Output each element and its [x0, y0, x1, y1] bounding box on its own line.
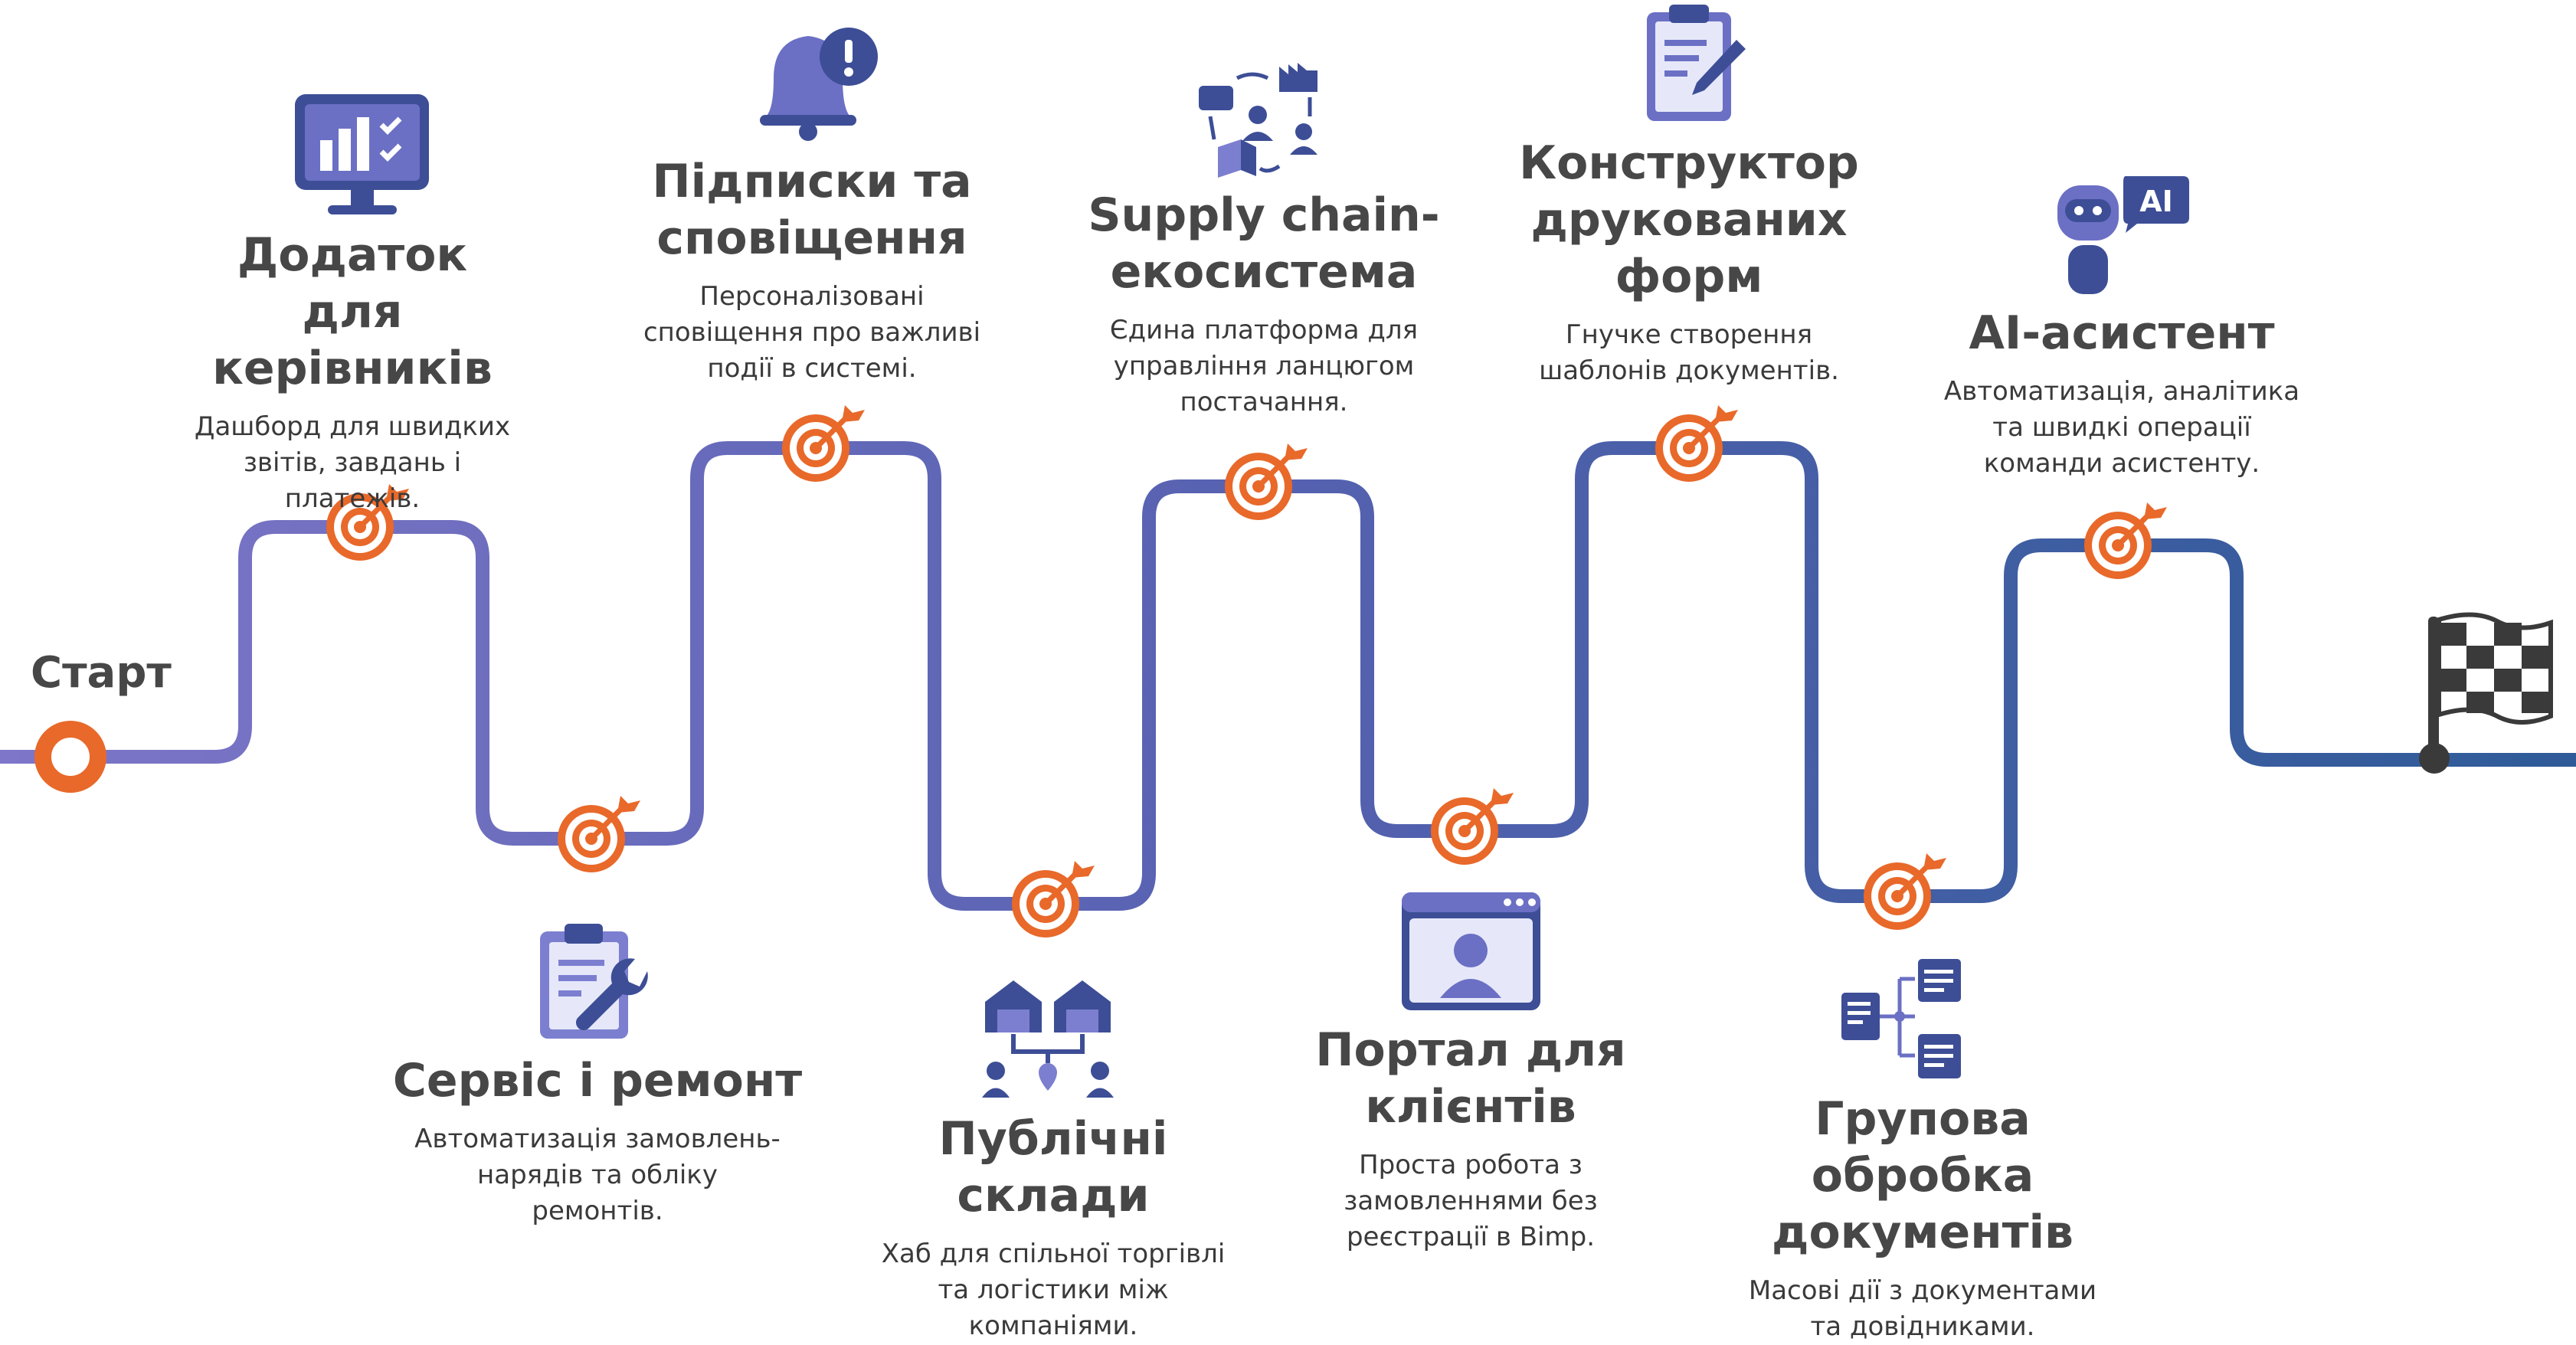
target-icon — [1655, 405, 1738, 482]
step-subscriptions: Підписки та сповіщення Персоналізовані с… — [613, 153, 1011, 387]
desc-line: компаніями. — [968, 1311, 1138, 1341]
step-title: Сервіс і ремонт — [383, 1052, 812, 1109]
step-title-line: Групова обробка — [1811, 1092, 2034, 1203]
start-label: Старт — [31, 648, 172, 698]
ai-robot-icon: AI — [2057, 176, 2189, 294]
step-title: Публічні склади — [839, 1111, 1268, 1224]
step-title-line: Портал для — [1315, 1023, 1626, 1077]
desc-line: нарядів та обліку — [477, 1160, 718, 1190]
desc-line: та логістики між — [938, 1275, 1169, 1305]
target-icon — [1225, 443, 1308, 520]
warehouses-icon — [982, 980, 1114, 1098]
step-title: Групова обробка документів — [1704, 1091, 2141, 1261]
desc-line: шаблонів документів. — [1539, 355, 1839, 386]
step-title-line: екосистема — [1110, 245, 1418, 299]
step-title-line: AI-асистент — [1969, 306, 2275, 360]
dashboard-monitor-icon — [295, 94, 429, 214]
target-icon — [326, 484, 409, 561]
step-batch-documents: Групова обробка документів Масові дії з … — [1704, 1091, 2141, 1345]
desc-line: Масові дії з документами — [1748, 1275, 2097, 1306]
step-description: Дашборд для швидких звітів, завдань і пл… — [169, 409, 536, 517]
step-executive-app: Додаток для керівників Дашборд для швидк… — [169, 227, 536, 517]
target-icon — [2084, 502, 2167, 579]
step-title: Додаток для керівників — [169, 227, 536, 397]
step-ai-assistant: AI-асистент Автоматизація, аналітика та … — [1923, 305, 2321, 482]
step-title-line: документів — [1771, 1206, 2074, 1259]
desc-line: Дашборд для швидких — [194, 411, 511, 442]
start-marker — [34, 721, 106, 793]
desc-line: події в системі. — [707, 353, 917, 384]
desc-line: та довідниками. — [1810, 1311, 2035, 1342]
step-title: Підписки та сповіщення — [613, 153, 1011, 267]
desc-line: Автоматизація, аналітика — [1943, 376, 2300, 407]
client-portal-icon — [1402, 892, 1540, 1010]
target-icon — [1864, 853, 1946, 930]
target-icon — [782, 405, 865, 482]
ai-badge-text: AI — [2139, 185, 2173, 218]
form-builder-icon — [1647, 5, 1746, 121]
document-tree-icon — [1841, 959, 1961, 1078]
supply-chain-icon — [1199, 63, 1317, 178]
target-icon — [558, 796, 640, 872]
target-icon — [1431, 788, 1514, 865]
desc-line: реєстрації в Bimp. — [1346, 1222, 1596, 1252]
desc-line: замовленнями без — [1344, 1186, 1598, 1216]
step-title: Конструктор друкованих форм — [1501, 135, 1877, 305]
step-description: Єдина платформа для управління ланцюгом … — [1072, 313, 1455, 421]
desc-line: Проста робота з — [1359, 1150, 1583, 1180]
step-form-builder: Конструктор друкованих форм Гнучке створ… — [1501, 135, 1877, 389]
step-title: Портал для клієнтів — [1302, 1022, 1639, 1135]
step-description: Масові дії з документами та довідниками. — [1704, 1273, 2141, 1345]
desc-line: звітів, завдань і — [243, 447, 462, 478]
step-service-repair: Сервіс і ремонт Автоматизація замовлень-… — [383, 1052, 812, 1229]
step-description: Персоналізовані сповіщення про важливі п… — [613, 279, 1011, 387]
desc-line: Автоматизація замовлень- — [414, 1124, 781, 1154]
desc-line: Хаб для спільної торгівлі — [881, 1239, 1226, 1269]
target-markers — [326, 405, 2167, 938]
step-description: Хаб для спільної торгівлі та логістики м… — [839, 1236, 1268, 1344]
step-description: Гнучке створення шаблонів документів. — [1501, 317, 1877, 389]
step-title-line: Додаток — [237, 228, 468, 282]
desc-line: Персоналізовані — [699, 281, 925, 312]
step-title-line: Підписки та — [652, 155, 972, 208]
step-title-line: Supply chain- — [1088, 188, 1440, 242]
step-public-warehouses: Публічні склади Хаб для спільної торгівл… — [839, 1111, 1268, 1344]
desc-line: постачання. — [1180, 387, 1348, 417]
step-description: Автоматизація замовлень- нарядів та облі… — [383, 1121, 812, 1229]
step-client-portal: Портал для клієнтів Проста робота з замо… — [1302, 1022, 1639, 1255]
checkered-flag-icon — [2428, 612, 2553, 762]
desc-line: та швидкі операції — [1992, 412, 2251, 443]
step-title-line: Конструктор — [1519, 136, 1859, 190]
step-title: AI-асистент — [1923, 305, 2321, 362]
bell-alert-icon — [760, 28, 878, 141]
step-description: Проста робота з замовленнями без реєстра… — [1302, 1147, 1639, 1255]
step-title-line: форм — [1615, 250, 1763, 303]
desc-line: Гнучке створення — [1565, 319, 1813, 350]
desc-line: управління ланцюгом — [1113, 351, 1415, 381]
step-title-line: друкованих — [1530, 193, 1848, 247]
step-description: Автоматизація, аналітика та швидкі опера… — [1923, 374, 2321, 482]
desc-line: команди асистенту. — [1983, 448, 2260, 479]
clipboard-wrench-icon — [540, 924, 648, 1039]
step-supply-chain: Supply chain- екосистема Єдина платформа… — [1072, 187, 1455, 421]
step-title-line: Сервіс і ремонт — [392, 1054, 803, 1108]
step-title-line: клієнтів — [1365, 1080, 1576, 1134]
desc-line: сповіщення про важливі — [643, 317, 981, 348]
step-title-line: для керівників — [212, 285, 493, 395]
target-icon — [1012, 861, 1095, 938]
step-title-line: Публічні склади — [938, 1112, 1168, 1222]
desc-line: платежів. — [284, 483, 421, 514]
desc-line: Єдина платформа для — [1109, 315, 1419, 345]
desc-line: ремонтів. — [532, 1196, 663, 1226]
step-title: Supply chain- екосистема — [1072, 187, 1455, 300]
step-title-line: сповіщення — [656, 211, 967, 265]
